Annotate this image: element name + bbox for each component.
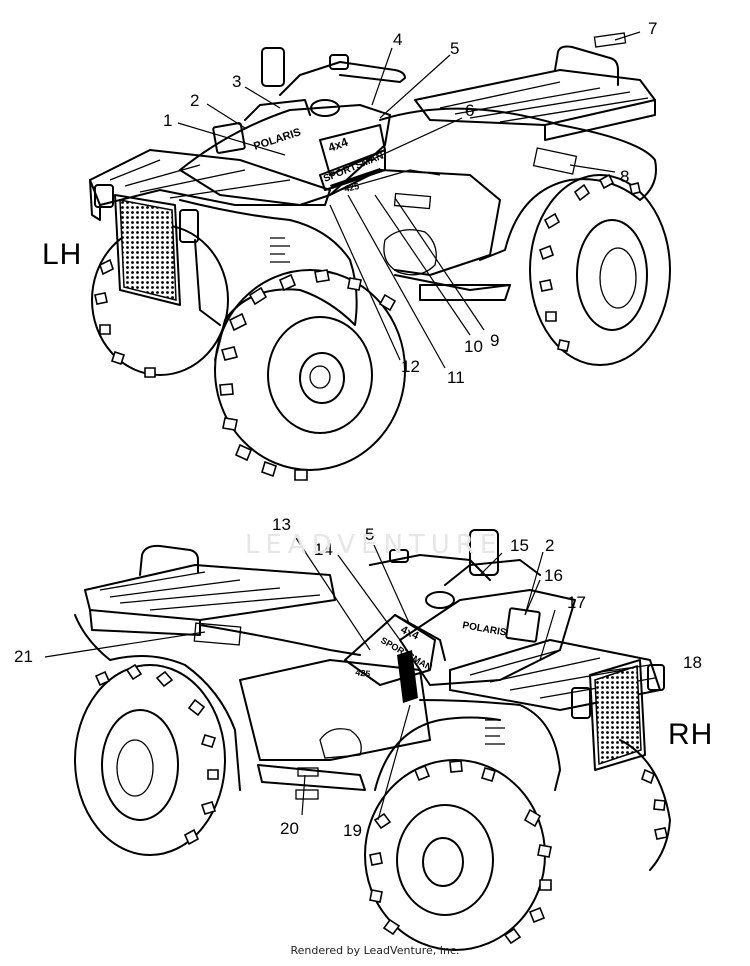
- top-decal-brand: POLARIS: [252, 126, 302, 153]
- callout-9: 9: [490, 331, 500, 350]
- callout-8: 8: [620, 167, 630, 186]
- front-wheel-right: [364, 759, 552, 951]
- callout-1: 1: [163, 111, 173, 130]
- callout-2-right: 2: [545, 536, 555, 555]
- bottom-decal-engine: 425: [355, 667, 371, 679]
- front-wheel-left: [214, 269, 406, 481]
- atv-right-side: POLARIS 4x4 SPORTSMAN 425: [44, 529, 671, 951]
- callout-11: 11: [447, 368, 465, 387]
- leader-lines-left: [177, 31, 641, 369]
- callout-12: 12: [401, 357, 420, 376]
- view-label-right: RH: [668, 718, 714, 751]
- footer-credit: Rendered by LeadVenture, Inc.: [290, 944, 460, 957]
- decal-panel-left: [212, 32, 627, 210]
- callout-14: 14: [314, 540, 333, 559]
- callout-4: 4: [393, 30, 403, 49]
- callout-5-right: 5: [365, 525, 375, 544]
- callout-5: 5: [450, 39, 460, 58]
- callout-17: 17: [567, 593, 586, 612]
- callout-21: 21: [14, 647, 33, 666]
- atv-left-side: POLARIS 4x4 SPORTSMAN 425: [89, 31, 671, 481]
- top-decal-model: 4x4: [326, 135, 350, 155]
- callout-13: 13: [272, 515, 291, 534]
- callout-3: 3: [232, 72, 242, 91]
- callout-10: 10: [464, 337, 483, 356]
- top-decal-engine: 425: [343, 181, 360, 194]
- decal-panel-right: [295, 607, 541, 800]
- callout-2: 2: [190, 91, 200, 110]
- leader-lines-right: [44, 537, 651, 821]
- callout-15: 15: [510, 536, 529, 555]
- rear-wheel-left: [529, 173, 671, 366]
- callout-6: 6: [465, 101, 475, 120]
- callout-19: 19: [343, 821, 362, 840]
- watermark: LEADVENTURE: [245, 530, 503, 560]
- callout-18: 18: [683, 653, 702, 672]
- rear-wheel-right: [74, 663, 226, 856]
- callout-7: 7: [648, 19, 658, 38]
- callout-20: 20: [280, 819, 299, 838]
- bottom-decal-brand: POLARIS: [461, 620, 507, 639]
- view-label-left: LH: [42, 238, 83, 271]
- callout-16: 16: [544, 566, 563, 585]
